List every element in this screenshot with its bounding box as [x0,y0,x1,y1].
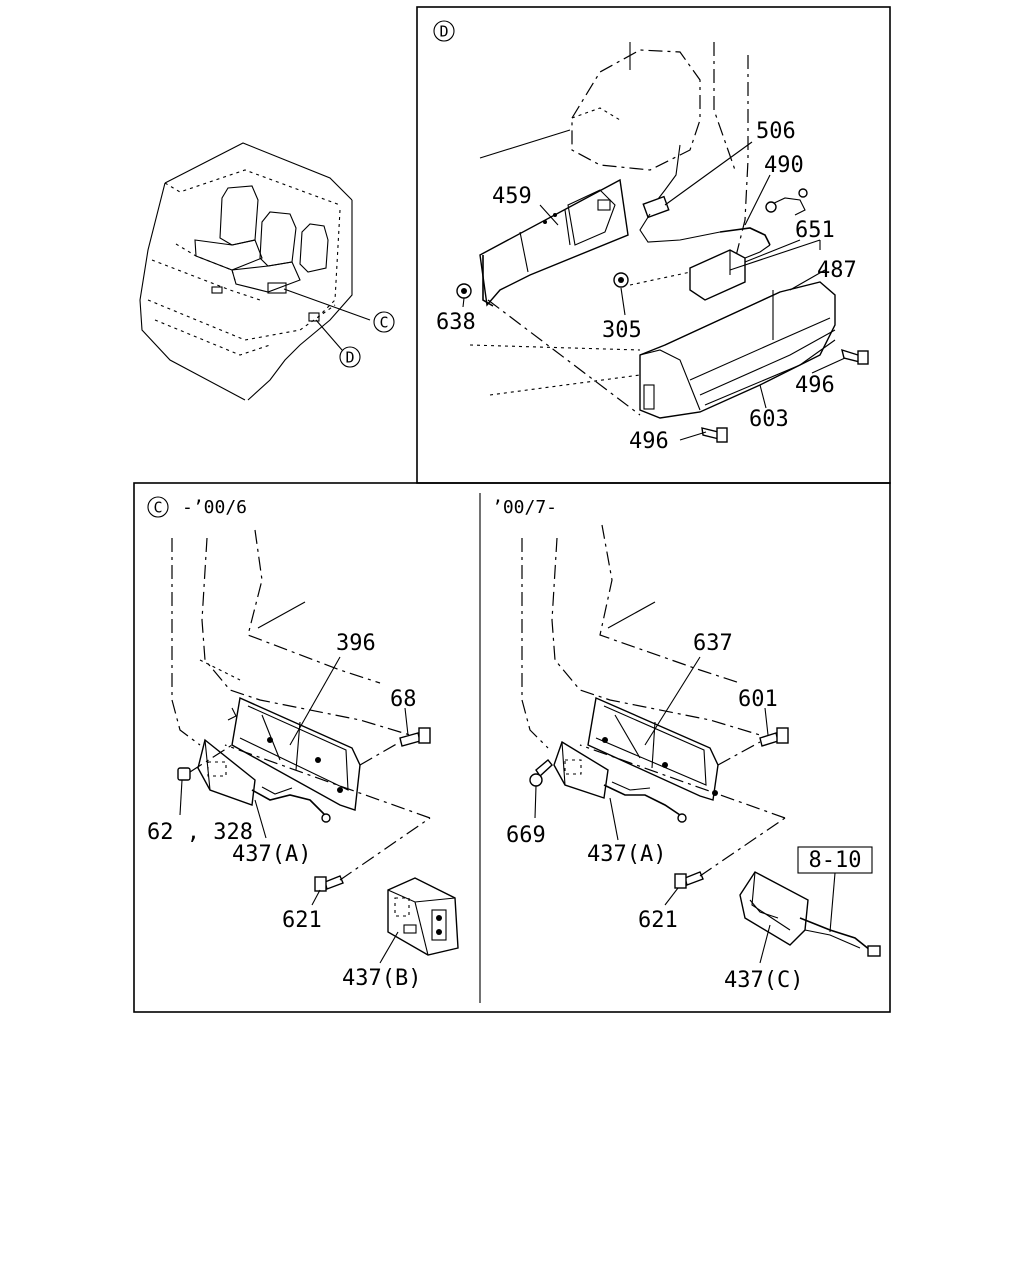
callout-d-label: D [345,349,354,367]
bolt-496-bottom [701,427,728,443]
panel-d: D [433,20,869,454]
panel-c-callout-label: C [153,499,162,517]
label-437a-left: 437(A) [232,842,311,867]
label-621-right: 621 [638,908,678,933]
frame-detail-c [133,482,891,1013]
panel-c-callout-circle [147,496,169,518]
bolt-496-right [841,348,869,365]
label-506: 506 [756,119,796,144]
label-637: 637 [693,631,733,656]
label-669: 669 [506,823,546,848]
label-601: 601 [738,687,778,712]
label-487: 487 [817,258,857,283]
label-651: 651 [795,218,835,243]
callout-c-label: C [379,314,388,332]
label-8-10: 8-10 [809,848,862,873]
panel-c-right: ’00/7- [492,497,881,993]
panel-c-left-heading: -’00/6 [182,497,247,518]
panel-c-right-heading: ’00/7- [492,497,557,518]
label-496-right: 496 [795,373,835,398]
label-621-left: 621 [282,908,322,933]
panel-d-callout-circle [433,20,455,42]
panel-c-left: C -’00/6 [147,496,459,991]
label-437c: 437(C) [724,968,803,993]
label-638: 638 [436,310,476,335]
cab-overview: C D [139,142,395,401]
label-603: 603 [749,407,789,432]
callout-c-circle [373,311,395,333]
label-396: 396 [336,631,376,656]
label-496-bottom: 496 [629,429,669,454]
label-305: 305 [602,318,642,343]
label-437a-right: 437(A) [587,842,666,867]
label-68: 68 [390,687,417,712]
label-437b: 437(B) [342,966,421,991]
label-490: 490 [764,153,804,178]
label-62-328: 62 , 328 [147,820,253,845]
label-459: 459 [492,184,532,209]
diagram-frames [133,6,891,1013]
callout-d-circle [339,346,361,368]
panel-d-callout-label: D [439,23,448,41]
